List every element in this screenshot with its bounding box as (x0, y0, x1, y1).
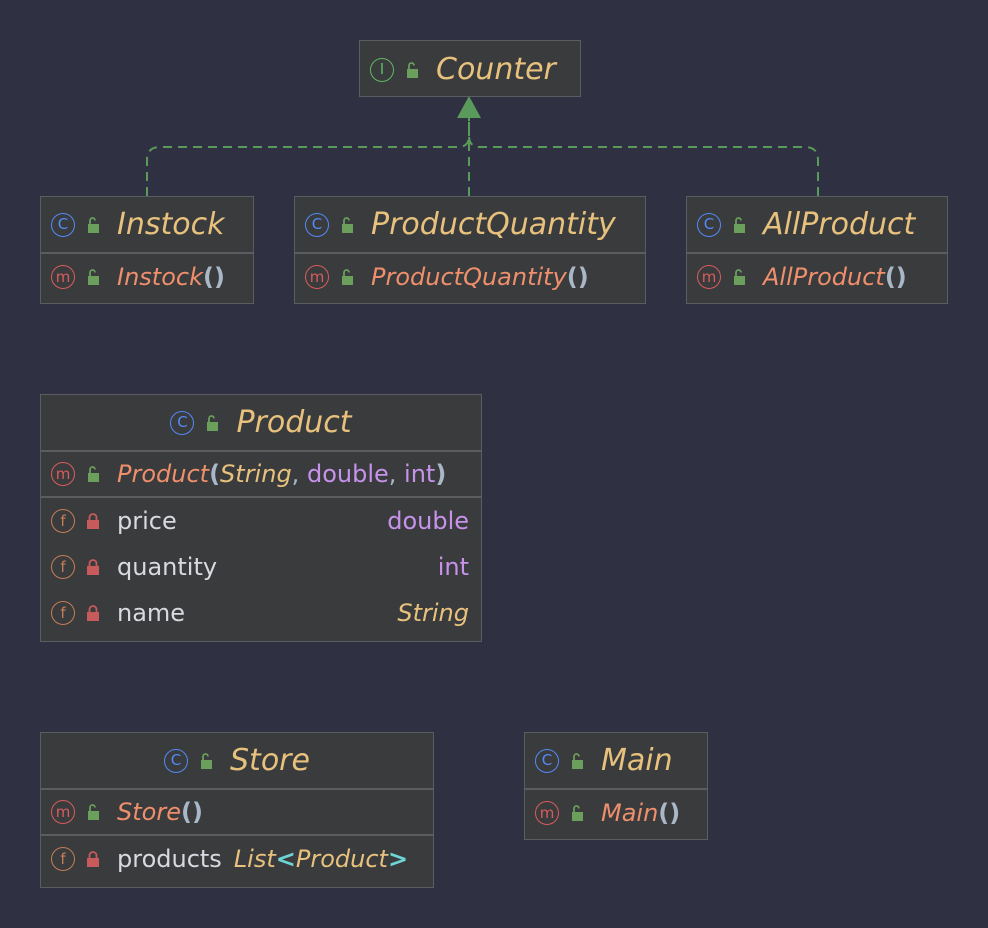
unlock-icon (734, 269, 745, 285)
lock-icon (87, 513, 99, 529)
implements-arrowhead (457, 96, 481, 118)
method-icon: m (697, 265, 721, 289)
allproduct-constructor-parens: () (884, 263, 907, 291)
method-icon: m (51, 800, 75, 824)
method-icon: m (535, 801, 559, 825)
main-title: Main (601, 743, 673, 778)
product-constructor-row[interactable]: m Product(String, double, int) (41, 452, 481, 498)
field-icon: f (51, 555, 75, 579)
class-icon: C (697, 212, 721, 237)
field-row-quantity[interactable]: f quantity int (41, 544, 481, 590)
type-argument: Product (295, 845, 388, 873)
param-type-int: int (404, 460, 436, 488)
node-counter[interactable]: I Counter (359, 40, 581, 97)
class-icon: C (164, 748, 189, 773)
field-row-name[interactable]: f name String (41, 590, 481, 636)
allproduct-constructor-name: AllProduct (763, 263, 885, 291)
store-title: Store (230, 743, 310, 778)
store-constructor-parens: () (180, 798, 203, 826)
main-constructor-parens: () (658, 799, 681, 827)
unlock-icon (207, 414, 219, 431)
method-icon: m (51, 265, 75, 289)
productquantity-constructor-row[interactable]: m ProductQuantity() (295, 254, 645, 300)
field-type: List<Product> (234, 845, 408, 873)
allproduct-title: AllProduct (763, 207, 916, 242)
field-icon: f (51, 601, 75, 625)
field-name: quantity (117, 553, 218, 581)
node-product[interactable]: C Product m Product(String, double, int)… (40, 394, 482, 642)
field-type: double (387, 507, 469, 535)
method-icon: m (51, 462, 75, 486)
close-paren: ) (435, 460, 447, 488)
instock-constructor-parens: () (202, 263, 225, 291)
open-paren: ( (209, 460, 221, 488)
param-type-string: String (220, 460, 292, 488)
productquantity-constructor-name: ProductQuantity (371, 263, 567, 291)
node-productquantity[interactable]: C ProductQuantity m ProductQuantity() (294, 196, 646, 304)
instock-constructor-name: Instock (117, 263, 203, 291)
product-title: Product (236, 405, 352, 440)
class-icon: C (51, 212, 75, 237)
unlock-icon (572, 752, 583, 769)
store-constructor-name: Store (117, 798, 181, 826)
node-main[interactable]: C Main m Main() (524, 732, 708, 840)
comma: , (388, 460, 397, 488)
field-name: products (117, 845, 222, 873)
field-row-products[interactable]: f products List<Product> (41, 836, 433, 882)
unlock-icon (407, 61, 418, 78)
counter-header: I Counter (360, 41, 580, 98)
main-constructor-name: Main (601, 799, 659, 827)
lock-icon (87, 559, 99, 575)
class-icon: C (535, 748, 559, 773)
lock-icon (87, 605, 99, 621)
productquantity-title: ProductQuantity (371, 207, 616, 242)
store-header: C Store (41, 733, 433, 790)
field-name: name (117, 599, 186, 627)
param-type-double: double (306, 460, 389, 488)
node-allproduct[interactable]: C AllProduct m AllProduct() (686, 196, 948, 304)
unlock-icon (342, 216, 353, 233)
unlock-icon (342, 269, 353, 285)
allproduct-header: C AllProduct (687, 197, 947, 254)
method-icon: m (305, 265, 329, 289)
product-header: C Product (41, 395, 481, 452)
unlock-icon (572, 805, 583, 821)
node-store[interactable]: C Store m Store() f products List<Produc… (40, 732, 434, 888)
field-type: int (437, 553, 469, 581)
unlock-icon (88, 466, 99, 482)
field-icon: f (51, 509, 75, 533)
interface-icon: I (370, 57, 394, 82)
instock-constructor-row[interactable]: m Instock() (41, 254, 253, 300)
field-name: price (117, 507, 177, 535)
allproduct-constructor-row[interactable]: m AllProduct() (687, 254, 947, 300)
field-row-price[interactable]: f price double (41, 498, 481, 544)
unlock-icon (88, 216, 99, 233)
type-base: List (233, 845, 276, 873)
field-icon: f (51, 847, 75, 871)
lock-icon (87, 851, 99, 867)
counter-title: Counter (436, 52, 556, 87)
product-constructor-name: Product (117, 460, 210, 488)
unlock-icon (201, 752, 213, 769)
main-constructor-row[interactable]: m Main() (525, 790, 707, 836)
unlock-icon (88, 804, 99, 820)
unlock-icon (88, 269, 99, 285)
angle-close: > (387, 845, 409, 873)
edge-allproduct-counter (468, 118, 819, 196)
edge-instock-counter (146, 118, 470, 196)
instock-title: Instock (117, 207, 225, 242)
angle-open: < (275, 845, 296, 873)
productquantity-header: C ProductQuantity (295, 197, 645, 254)
unlock-icon (734, 216, 745, 233)
class-icon: C (170, 410, 195, 435)
field-type: String (397, 599, 469, 627)
node-instock[interactable]: C Instock m Instock() (40, 196, 254, 304)
productquantity-constructor-parens: () (566, 263, 589, 291)
instock-header: C Instock (41, 197, 253, 254)
class-icon: C (305, 212, 329, 237)
store-constructor-row[interactable]: m Store() (41, 790, 433, 836)
main-header: C Main (525, 733, 707, 790)
comma: , (291, 460, 300, 488)
